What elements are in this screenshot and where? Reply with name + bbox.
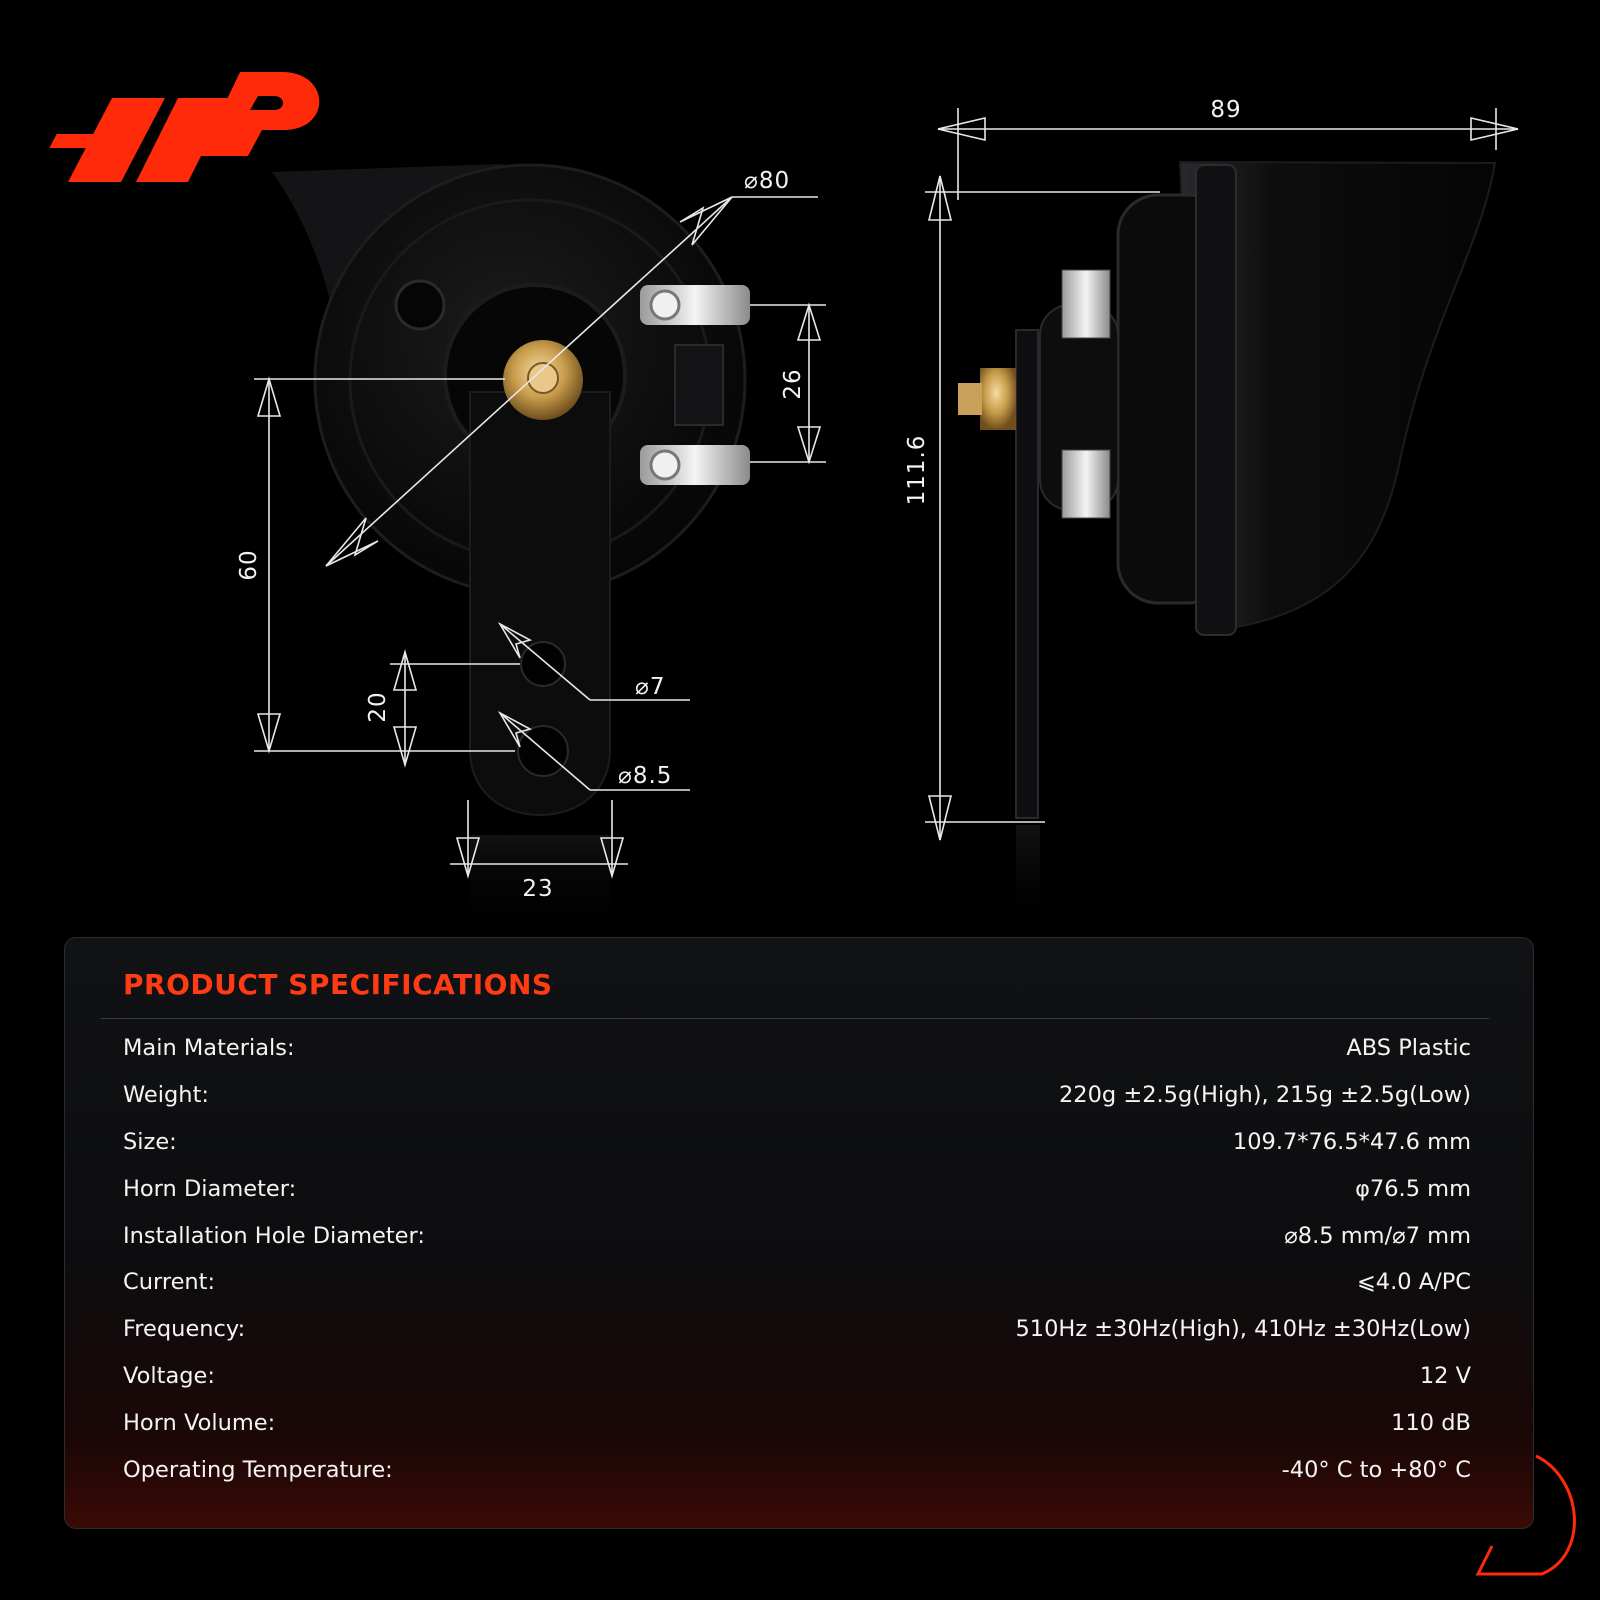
- dim20-arrow-bottom: [392, 726, 418, 768]
- dim60-arrow-bottom: [256, 713, 282, 754]
- horn-side-stud: [958, 383, 982, 415]
- horn-front-large-hole: [517, 725, 569, 777]
- spec-value: 110 dB: [1391, 1409, 1471, 1436]
- dim89-arrow-left: [937, 116, 986, 142]
- spec-label: Installation Hole Diameter:: [123, 1222, 425, 1249]
- horn-front-reflection: [470, 835, 610, 935]
- horn-front-terminal-bottom-hole: [649, 449, 681, 481]
- dim-terminal-spacing: 26: [780, 368, 806, 399]
- logo-mark-p: [200, 72, 320, 156]
- dim-large-hole: ⌀8.5: [618, 763, 672, 789]
- dim-outer-diameter: ⌀80: [744, 168, 790, 194]
- spec-card: PRODUCT SPECIFICATIONS Main Materials: AB…: [64, 937, 1534, 1529]
- dim60-arrow-top: [256, 376, 282, 417]
- dim-small-hole: ⌀7: [635, 674, 665, 700]
- spec-row-size: Size: 109.7*76.5*47.6 mm: [123, 1119, 1471, 1166]
- spec-value: 12 V: [1419, 1362, 1471, 1389]
- horn-side-reflection: [1016, 825, 1040, 935]
- spec-value: ⌀8.5 mm/⌀7 mm: [1284, 1222, 1471, 1249]
- horn-front-bolt-tip: [527, 362, 559, 394]
- spec-value: 510Hz ±30Hz(High), 410Hz ±30Hz(Low): [1015, 1316, 1471, 1343]
- dim-bracket-width: 23: [522, 876, 553, 902]
- horn-side-terminal-top: [1061, 269, 1111, 339]
- spec-label: Voltage:: [123, 1362, 215, 1389]
- spec-row-materials: Main Materials: ABS Plastic: [123, 1025, 1471, 1072]
- dim-hole-spacing: 20: [365, 691, 391, 722]
- horn-front-terminal-top-hole: [649, 289, 681, 321]
- spec-row-volume: Horn Volume: 110 dB: [123, 1399, 1471, 1446]
- horn-front-terminal-block: [674, 344, 724, 426]
- horn-side-nut: [980, 368, 1016, 430]
- dim89-arrow-right: [1470, 116, 1519, 142]
- dim1116-arrow-bottom: [927, 795, 953, 841]
- spec-value: 109.7*76.5*47.6 mm: [1232, 1128, 1471, 1155]
- spec-value: ABS Plastic: [1346, 1035, 1471, 1062]
- spec-value: ⩽4.0 A/PC: [1356, 1269, 1471, 1296]
- horn-side-terminal-bottom: [1061, 449, 1111, 519]
- dim23-arrow-right: [599, 837, 625, 879]
- brand-logo: [49, 72, 320, 182]
- dim23-arrow-left: [455, 837, 481, 879]
- diameter-arrow-start: [325, 517, 379, 567]
- horn-front-small-hole: [520, 641, 566, 687]
- spec-value: -40° C to +80° C: [1281, 1456, 1471, 1483]
- spec-row-hole-diameter: Installation Hole Diameter: ⌀8.5 mm/⌀7 mm: [123, 1212, 1471, 1259]
- spec-row-frequency: Frequency: 510Hz ±30Hz(High), 410Hz ±30Hz…: [123, 1306, 1471, 1353]
- dim-bolt-to-hole: 60: [236, 549, 262, 580]
- logo-mark-right: [136, 98, 230, 182]
- corner-arc-decoration: [1475, 1454, 1576, 1576]
- spec-title: PRODUCT SPECIFICATIONS: [123, 968, 553, 1001]
- spec-label: Horn Diameter:: [123, 1175, 297, 1202]
- side-dimension-lines: [925, 108, 1519, 841]
- spec-label: Main Materials:: [123, 1035, 295, 1062]
- logo-bar: [49, 134, 127, 148]
- spec-label: Horn Volume:: [123, 1409, 276, 1436]
- spec-value: φ76.5 mm: [1355, 1175, 1471, 1202]
- spec-label: Size:: [123, 1128, 177, 1155]
- spec-row-current: Current: ⩽4.0 A/PC: [123, 1259, 1471, 1306]
- diameter-arrow-end: [679, 196, 733, 246]
- horn-side-rim: [1195, 164, 1237, 636]
- spec-divider: [101, 1018, 1489, 1019]
- spec-label: Frequency:: [123, 1316, 246, 1343]
- horn-front-bracket-strip: [469, 391, 611, 817]
- dim26-arrow-bottom: [796, 426, 822, 465]
- dim26-arrow-top: [796, 302, 822, 341]
- spec-row-horn-diameter: Horn Diameter: φ76.5 mm: [123, 1165, 1471, 1212]
- dim-height: 111.6: [904, 435, 930, 506]
- horn-side-flare: [1178, 160, 1497, 634]
- spec-value: 220g ±2.5g(High), 215g ±2.5g(Low): [1058, 1082, 1471, 1109]
- horn-side-view: [958, 160, 1497, 935]
- front-dimension-lines: [254, 196, 826, 879]
- spec-list: Main Materials: ABS Plastic Weight: 220g ±…: [123, 1025, 1471, 1493]
- hole85-arrow: [497, 710, 533, 748]
- spec-row-temperature: Operating Temperature: -40° C to +80° C: [123, 1446, 1471, 1493]
- horn-front-view: [272, 163, 750, 935]
- spec-row-weight: Weight: 220g ±2.5g(High), 215g ±2.5g(Low): [123, 1072, 1471, 1119]
- spec-label: Operating Temperature:: [123, 1456, 393, 1483]
- horn-side-mount-plate: [1015, 329, 1039, 819]
- dim-depth: 89: [1210, 97, 1241, 123]
- product-diagram: ⌀80 26 60 20 ⌀7 ⌀8.5 23 89 111.6: [49, 72, 1519, 935]
- dim20-arrow-top: [392, 649, 418, 691]
- spec-label: Weight:: [123, 1082, 209, 1109]
- dim1116-arrow-top: [927, 175, 953, 221]
- spec-label: Current:: [123, 1269, 216, 1296]
- horn-front-mount-hole: [394, 279, 446, 331]
- spec-row-voltage: Voltage: 12 V: [123, 1353, 1471, 1400]
- hole7-arrow: [497, 621, 533, 659]
- corner-decoration: [1475, 1454, 1576, 1576]
